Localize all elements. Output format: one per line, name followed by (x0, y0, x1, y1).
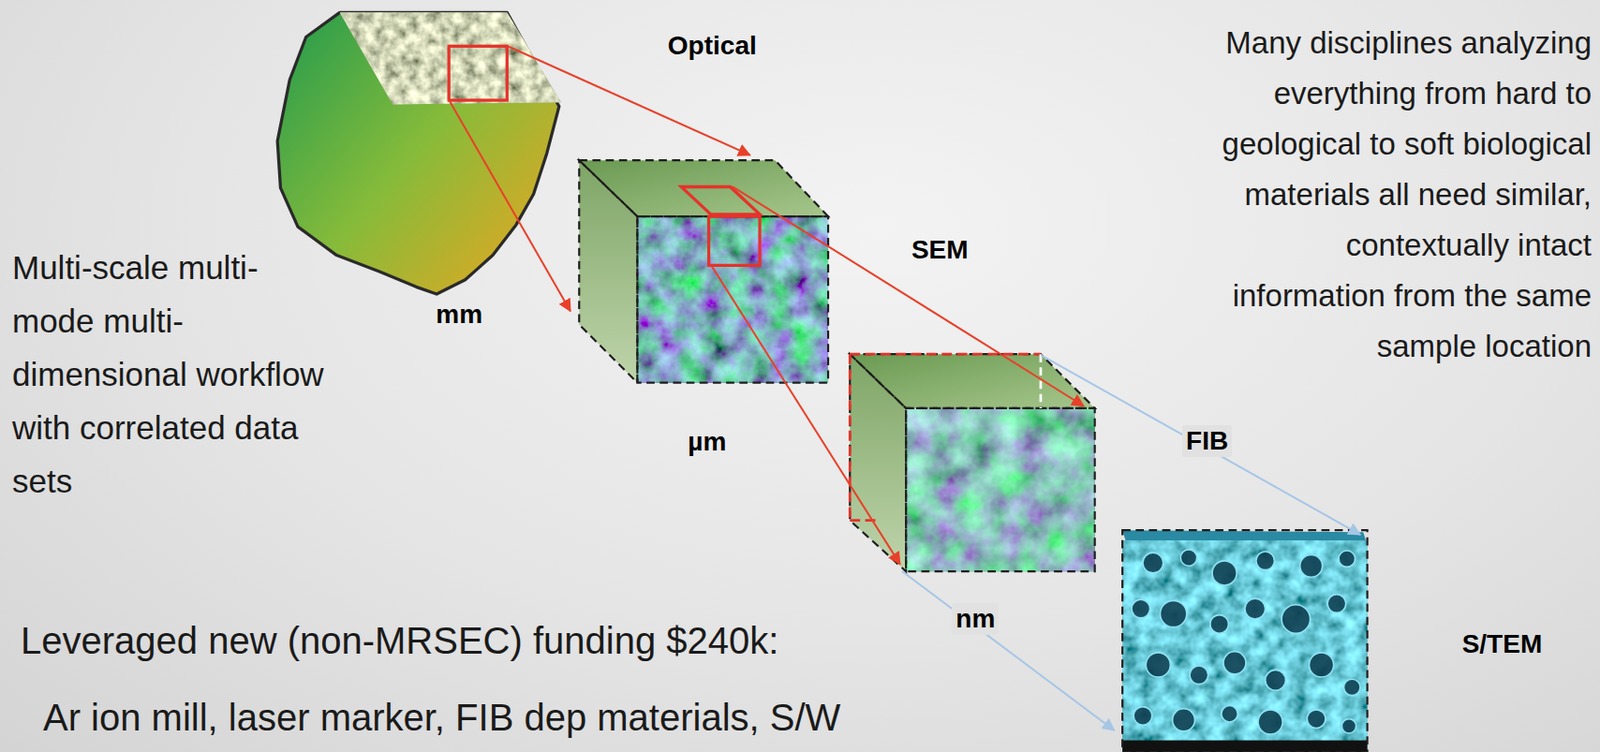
scale-label: nm (951, 603, 999, 636)
zoom-arrow (1040, 355, 1361, 535)
disciplines-note: Many disciplines analyzing everything fr… (1188, 17, 1592, 372)
label-holder: Multi-scale multi-mode multi-dimensional… (12, 240, 336, 508)
rock-sample: Optical (275, 8, 563, 298)
stage-label: S/TEM (1462, 628, 1543, 661)
label-holder: Optical (667, 29, 757, 62)
stage-label: FIB (1182, 425, 1232, 458)
label-holder: FIB (1182, 425, 1232, 458)
label-holder: mm (435, 298, 483, 331)
label-holder: SEM (911, 234, 969, 267)
label-holder: Ar ion mill, laser marker, FIB dep mater… (43, 695, 841, 741)
zoom-arrow (732, 186, 1084, 406)
funding-note: Leveraged new (non-MRSEC) funding $240k: (20, 618, 779, 664)
workflow-note: Multi-scale multi-mode multi-dimensional… (12, 240, 336, 508)
sem-cube: SEM (576, 158, 831, 386)
label-holder: nm (951, 603, 999, 636)
equipment-note: Ar ion mill, laser marker, FIB dep mater… (43, 695, 841, 741)
zoom-arrow (448, 100, 571, 312)
tem-cube-drawing (1120, 528, 1370, 752)
label-holder: µm (687, 426, 726, 459)
label-holder: Many disciplines analyzing everything fr… (1188, 17, 1592, 372)
zoom-arrow (506, 45, 750, 156)
label-holder: S/TEM (1462, 628, 1543, 661)
zoom-arrow (902, 571, 1115, 731)
fib-cube: FIB (846, 352, 1098, 575)
scale-label: µm (687, 426, 726, 459)
rock-sample-drawing (275, 8, 563, 298)
sem-cube-drawing (576, 158, 831, 386)
stage-label: SEM (911, 234, 969, 267)
stage-label: Optical (667, 29, 757, 62)
scale-label: mm (435, 298, 483, 331)
zoom-arrow (711, 265, 901, 564)
label-holder: Leveraged new (non-MRSEC) funding $240k: (20, 618, 779, 664)
fib-cube-drawing (846, 352, 1098, 575)
tem-cube: S/TEM (1120, 528, 1370, 752)
